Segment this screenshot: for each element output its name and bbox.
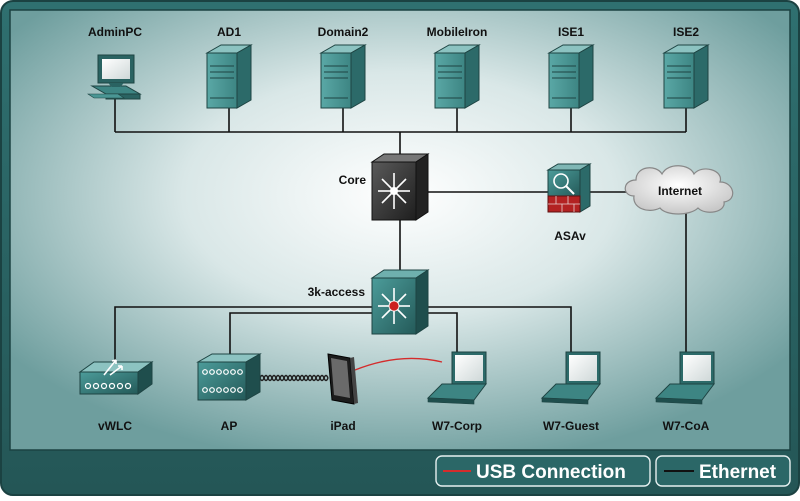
legend-ethernet-box [655, 455, 791, 487]
mobileiron-icon[interactable] [433, 44, 481, 109]
w7-coa-laptop-icon[interactable] [654, 351, 715, 405]
internet-cloud-icon [624, 165, 734, 215]
access-point-icon[interactable] [196, 353, 262, 401]
label-domain2: Domain2 [318, 25, 369, 39]
label-vwlc: vWLC [98, 419, 132, 433]
label-ipad: iPad [330, 419, 355, 433]
legend-usb-box [435, 455, 651, 487]
link-access-w7corp [420, 312, 458, 352]
domain2-icon[interactable] [319, 44, 367, 109]
access-switch-icon[interactable] [370, 269, 430, 335]
label-core: Core [339, 173, 367, 187]
label-ap: AP [221, 419, 238, 433]
w7-guest-laptop-icon[interactable] [540, 351, 601, 405]
w7-corp-laptop-icon[interactable] [426, 351, 487, 405]
label-ise2: ISE2 [673, 25, 699, 39]
legend-ethernet-label: Ethernet [699, 462, 777, 483]
label-adminpc: AdminPC [88, 25, 142, 39]
asav-firewall-icon[interactable] [546, 163, 592, 213]
link-access-w7guest [428, 306, 572, 352]
usb-link-ipad-w7corp [354, 357, 443, 371]
link-access-vwlc [114, 306, 372, 360]
ad1-icon[interactable] [205, 44, 253, 109]
label-internet: Internet [658, 184, 702, 198]
label-w7-corp: W7-Corp [432, 419, 482, 433]
ise2-icon[interactable] [662, 44, 710, 109]
label-w7-guest: W7-Guest [543, 419, 599, 433]
label-asav: ASAv [554, 229, 586, 243]
label-w7-coa: W7-CoA [663, 419, 710, 433]
label-3k-access: 3k-access [308, 285, 366, 299]
vwlc-controller-icon[interactable] [78, 359, 154, 395]
legend: USB Connection Ethernet [435, 455, 791, 487]
link-access-ap [229, 312, 383, 356]
legend-usb-label: USB Connection [476, 462, 626, 483]
ethernet-links [114, 98, 687, 360]
label-ise1: ISE1 [558, 25, 584, 39]
adminpc-icon[interactable] [87, 54, 142, 100]
label-ad1: AD1 [217, 25, 241, 39]
label-mobileiron: MobileIron [427, 25, 488, 39]
core-switch-icon[interactable] [370, 153, 430, 221]
ipad-icon[interactable] [327, 353, 358, 405]
ise1-icon[interactable] [547, 44, 595, 109]
